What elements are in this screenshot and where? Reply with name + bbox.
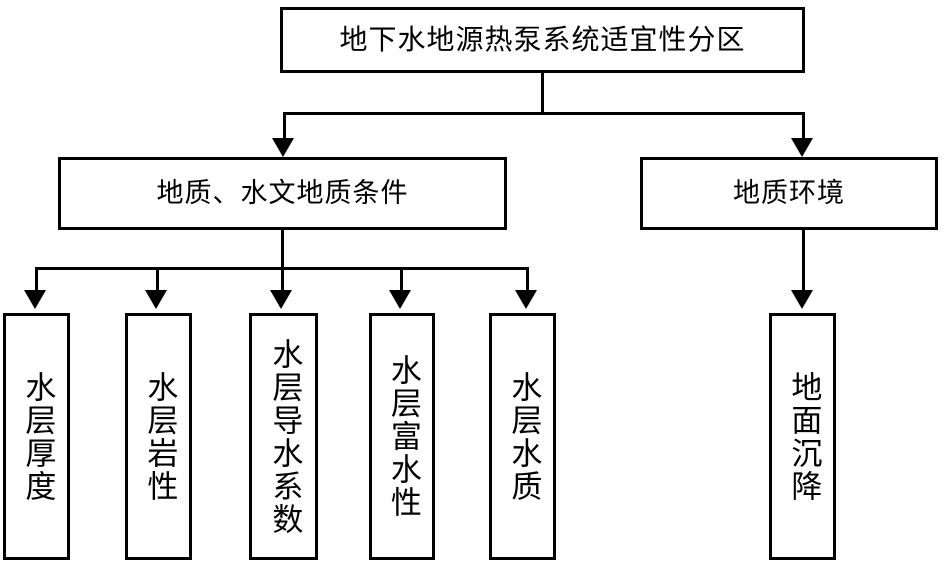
connector-root-bus — [283, 112, 805, 115]
node-leaf-5[interactable]: 水层水质 — [489, 313, 556, 560]
connector-geohydro-to-leaf-1 — [35, 267, 38, 293]
arrowhead-to-leaf-2 — [145, 290, 167, 309]
arrowhead-to-leaf-3 — [270, 290, 292, 309]
connector-geoenv-to-leaf-6 — [802, 230, 805, 293]
node-leaf-4[interactable]: 水层富水性 — [369, 313, 435, 560]
connector-root-to-geo-env — [802, 112, 805, 142]
node-leaf-2[interactable]: 水层岩性 — [125, 313, 192, 560]
arrowhead-root-to-geo-hydro — [272, 138, 294, 157]
arrowhead-to-leaf-6 — [791, 290, 813, 309]
connector-geohydro-to-leaf-5 — [526, 267, 529, 293]
node-geo-env[interactable]: 地质环境 — [640, 157, 938, 230]
node-leaf-6[interactable]: 地面沉降 — [769, 313, 836, 560]
node-geo-hydro[interactable]: 地质、水文地质条件 — [58, 157, 507, 230]
node-leaf-3[interactable]: 水层导水系数 — [249, 313, 318, 560]
connector-geohydro-to-leaf-2 — [156, 267, 159, 293]
arrowhead-to-leaf-5 — [515, 290, 537, 309]
arrowhead-to-leaf-1 — [24, 290, 46, 309]
connector-root-stem — [541, 73, 544, 114]
connector-root-to-geo-hydro — [283, 112, 286, 142]
connector-geohydro-to-leaf-3 — [281, 267, 284, 293]
arrowhead-root-to-geo-env — [791, 138, 813, 157]
connector-geohydro-to-leaf-4 — [400, 267, 403, 293]
arrowhead-to-leaf-4 — [389, 290, 411, 309]
connector-geohydro-stem — [281, 230, 284, 269]
node-root[interactable]: 地下水地源热泵系统适宜性分区 — [280, 7, 805, 73]
node-leaf-1[interactable]: 水层厚度 — [3, 313, 70, 560]
